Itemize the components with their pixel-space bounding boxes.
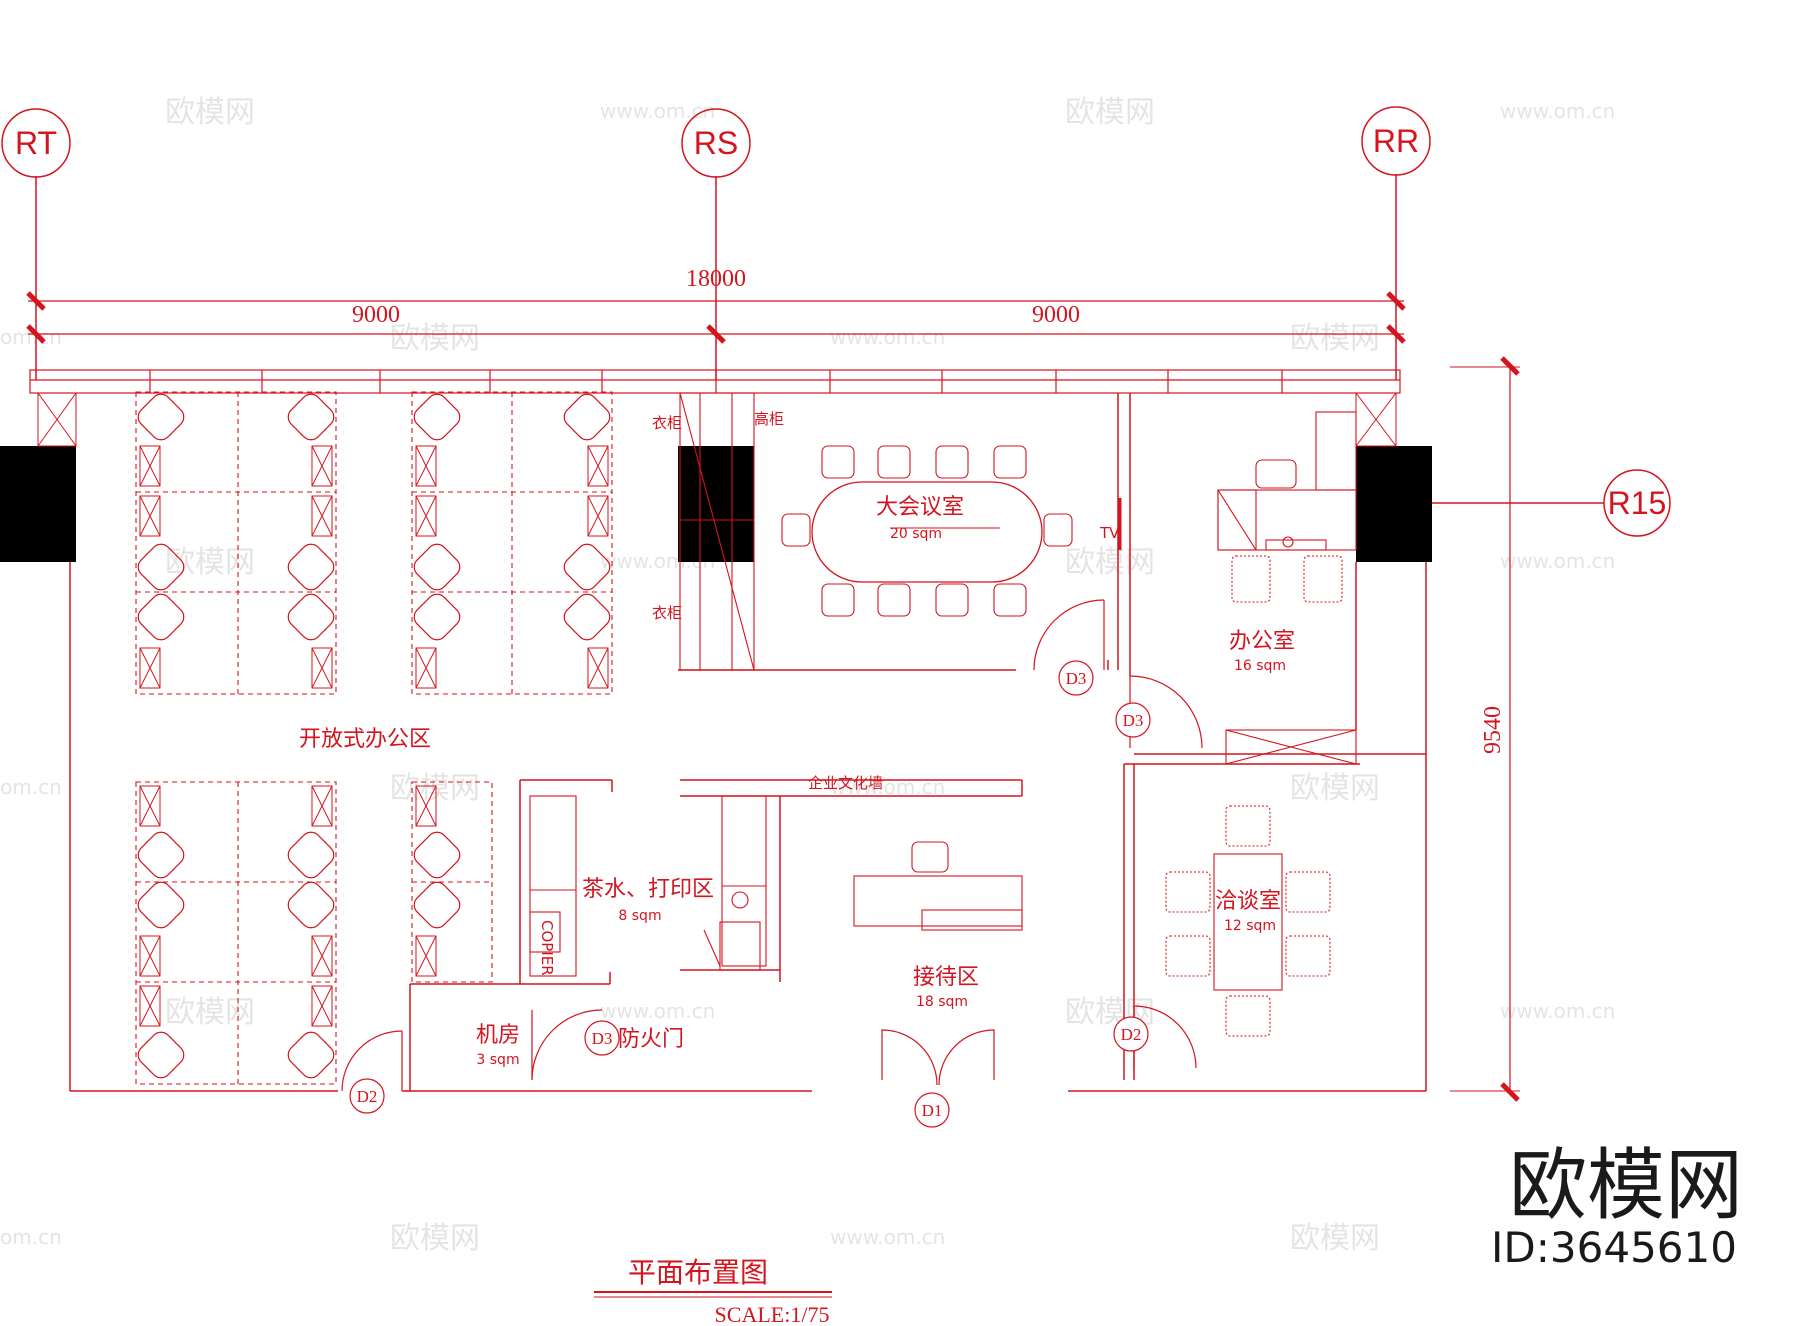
- watermark: 欧模网: [390, 321, 480, 356]
- watermark-url: www.om.cn: [830, 775, 945, 799]
- watermark-layer: 欧模网 www.om.cn 欧模网 www.om.cn 欧模网 www.om.c…: [0, 95, 1615, 1256]
- dimension-lines: [26, 291, 1520, 1102]
- tea-print-furniture: [529, 795, 767, 977]
- column-left: [0, 446, 76, 562]
- room-label-reception: 接待区: [913, 965, 979, 990]
- door-tag-bubble-d3-meeting: [1058, 660, 1094, 696]
- room-area-tea-print: 8 sqm: [618, 908, 661, 924]
- axis-label-rt: RT: [15, 125, 57, 161]
- open-office-desks: [135, 391, 613, 1085]
- watermark-url: om.cn: [0, 1225, 62, 1249]
- drawing-scale: SCALE:1/75: [715, 1302, 830, 1326]
- door-tag-d1: D1: [922, 1101, 943, 1120]
- room-label-office: 办公室: [1229, 629, 1295, 654]
- watermark: 欧模网: [1065, 95, 1155, 130]
- column-center: [678, 446, 754, 562]
- room-label-big-meeting: 大会议室: [876, 495, 964, 520]
- door-tag-bubble-d2-right: [1113, 1016, 1149, 1052]
- door-tag-d2-right: D2: [1121, 1025, 1142, 1044]
- door-tag-d3-office: D3: [1123, 711, 1144, 730]
- door-tag-d2-left: D2: [357, 1087, 378, 1106]
- axis-bubble-rt: [1, 108, 71, 178]
- room-label-negotiation: 洽谈室: [1215, 889, 1281, 914]
- watermark: 欧模网: [1290, 771, 1380, 806]
- watermark: 欧模网: [1290, 1221, 1380, 1256]
- axis-label-r15: R15: [1608, 485, 1667, 521]
- brand-id: ID:3645610: [1491, 1223, 1737, 1272]
- axis-bubble-rs: [681, 108, 751, 178]
- room-area-office: 16 sqm: [1234, 658, 1286, 674]
- watermark-url: www.om.cn: [830, 1225, 945, 1249]
- label-wardrobe-top: 衣柜: [652, 414, 682, 432]
- watermark: 欧模网: [1290, 321, 1380, 356]
- axis-grid: [1, 106, 1671, 537]
- watermark-url: www.om.cn: [600, 999, 715, 1023]
- door-tag-bubble-d3-server: [584, 1020, 620, 1056]
- door-tag-bubble-d2-left: [349, 1078, 385, 1114]
- big-meeting-room: [781, 445, 1122, 617]
- door-tag-d3-meeting: D3: [1066, 669, 1087, 688]
- dimension-right-half: 9000: [1032, 302, 1080, 328]
- axis-bubble-r15: [1603, 469, 1671, 537]
- dimension-left-half: 9000: [352, 302, 400, 328]
- label-tall-cabinet: 高柜: [754, 410, 784, 428]
- label-tv: TV: [1099, 524, 1120, 542]
- door-tag-d3-server: D3: [592, 1029, 613, 1048]
- watermark-url: www.om.cn: [600, 99, 715, 123]
- wardrobe-cabinets: [679, 392, 755, 671]
- room-area-big-meeting: 20 sqm: [890, 526, 942, 542]
- room-label-tea-print: 茶水、打印区: [582, 877, 714, 902]
- room-area-negotiation: 12 sqm: [1224, 918, 1276, 934]
- copier-label: COPIER: [538, 920, 556, 976]
- watermark-url: www.om.cn: [1500, 549, 1615, 573]
- negotiation-room-furniture: [1165, 805, 1331, 1037]
- room-label-server: 机房: [476, 1023, 520, 1048]
- door-tag-bubble-d1: [914, 1092, 950, 1128]
- reception-furniture: [853, 841, 1023, 931]
- dimension-total-width: 18000: [686, 266, 746, 292]
- door-tags: [349, 660, 1151, 1128]
- watermark: 欧模网: [390, 1221, 480, 1256]
- drawing-title: 平面布置图: [628, 1256, 768, 1289]
- column-right: [1356, 446, 1432, 562]
- watermark: 欧模网: [165, 545, 255, 580]
- room-label-open-office: 开放式办公区: [299, 727, 431, 752]
- axis-label-rs: RS: [694, 125, 738, 161]
- top-window-strip: [29, 369, 1401, 394]
- label-culture-wall: 企业文化墙: [808, 774, 883, 792]
- dimension-depth: 9540: [1480, 706, 1506, 754]
- axis-bubble-rr: [1361, 106, 1431, 176]
- watermark-url: www.om.cn: [1500, 999, 1615, 1023]
- room-area-server: 3 sqm: [476, 1052, 519, 1068]
- watermark: 欧模网: [1065, 545, 1155, 580]
- watermark-url: www.om.cn: [1500, 99, 1615, 123]
- watermark-url: om.cn: [0, 775, 62, 799]
- watermark-url: www.om.cn: [830, 325, 945, 349]
- room-area-reception: 18 sqm: [916, 994, 968, 1010]
- axis-label-rr: RR: [1373, 123, 1419, 159]
- private-office-furniture: [1217, 411, 1357, 765]
- watermark: 欧模网: [165, 95, 255, 130]
- label-fire-door: 防火门: [618, 1027, 684, 1052]
- brand-name: 欧模网: [1509, 1141, 1743, 1231]
- label-wardrobe-bottom: 衣柜: [652, 604, 682, 622]
- door-tag-bubble-d3-office: [1115, 702, 1151, 738]
- structural-columns: [0, 392, 1432, 562]
- watermark: 欧模网: [165, 995, 255, 1030]
